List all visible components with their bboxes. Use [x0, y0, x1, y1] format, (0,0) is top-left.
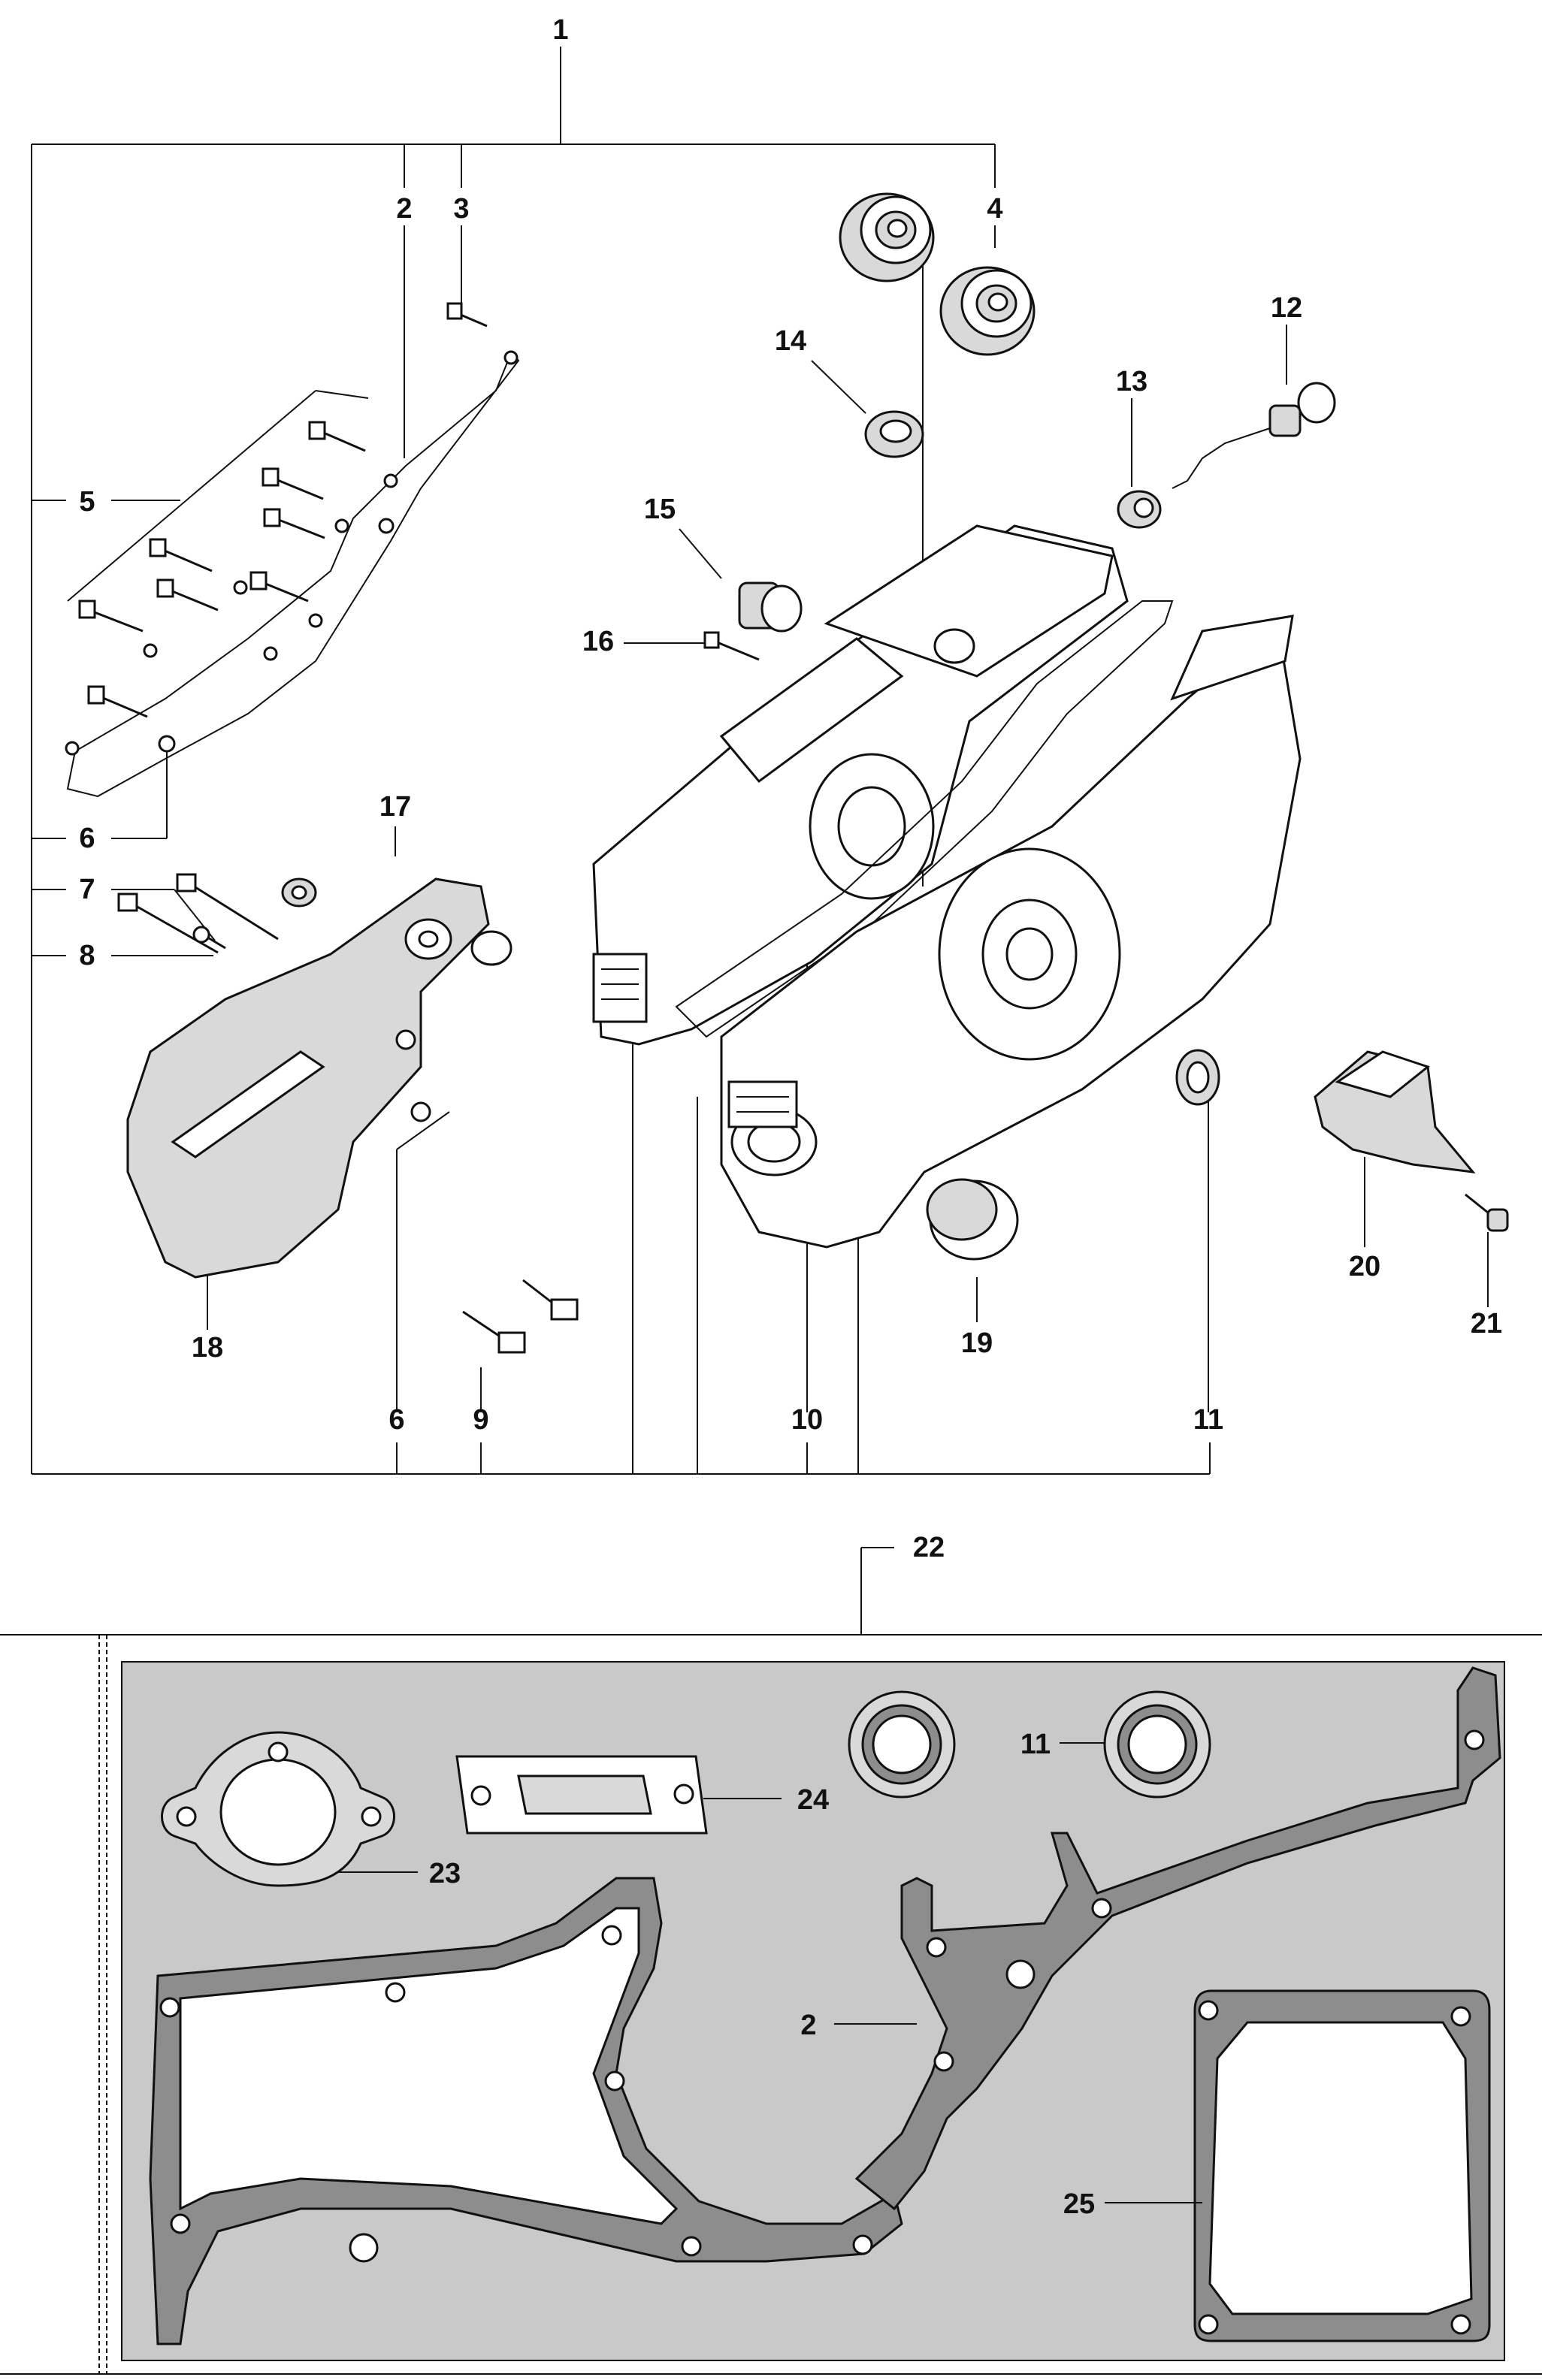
cover-gasket-2	[65, 350, 520, 798]
gasket-23	[161, 1731, 395, 1887]
bolts-9	[462, 1279, 579, 1354]
callout-9: 9	[473, 1404, 488, 1436]
assembly-1-bracket	[31, 47, 1211, 1475]
filter-15	[738, 581, 803, 633]
callout-20: 20	[1349, 1251, 1380, 1282]
callout-16: 16	[582, 626, 614, 657]
kit-gasket-2-left	[149, 1877, 903, 2345]
cover-20	[1314, 1050, 1476, 1173]
callout-22: 22	[913, 1532, 945, 1563]
screws-5	[78, 302, 488, 753]
crankcase-left-half	[592, 524, 1129, 1046]
kit-22-bracket	[0, 1547, 1542, 2375]
bolts-7-8	[117, 873, 279, 954]
callout-18: 18	[192, 1332, 223, 1364]
plug-19-rim	[926, 1178, 998, 1241]
nut-17	[281, 877, 317, 908]
seal-14	[864, 410, 924, 458]
callout-25: 25	[1063, 2188, 1095, 2220]
kit-gasket-2-right	[852, 1666, 1501, 2255]
callout-19: 19	[961, 1327, 993, 1359]
callout-11-kit: 11	[1020, 1729, 1051, 1760]
screw-21	[1465, 1193, 1509, 1232]
callout-21: 21	[1471, 1308, 1502, 1340]
callout-7: 7	[79, 874, 95, 905]
callout-8: 8	[79, 940, 95, 971]
screw-16	[703, 631, 760, 661]
callout-17: 17	[379, 791, 411, 823]
sleeve-13-hole	[1133, 497, 1154, 518]
callout-14: 14	[775, 325, 806, 357]
callout-12: 12	[1271, 292, 1302, 324]
callout-2: 2	[396, 193, 412, 225]
callout-23: 23	[429, 1858, 461, 1889]
callout-6: 6	[79, 823, 95, 854]
gasket-24	[455, 1755, 708, 1835]
callout-15: 15	[644, 494, 676, 525]
kit-seals-11	[848, 1690, 1211, 1799]
callout-24: 24	[797, 1784, 829, 1816]
callout-6b: 6	[389, 1404, 404, 1436]
valve-12	[1172, 382, 1336, 489]
seal-11-hole	[1186, 1061, 1210, 1094]
gasket-25	[1193, 1989, 1491, 2342]
callout-5: 5	[79, 486, 95, 518]
crankcase-right-half	[720, 615, 1302, 1249]
callout-2-kit: 2	[800, 2010, 816, 2041]
cover-18	[126, 877, 512, 1279]
callout-4: 4	[987, 193, 1002, 225]
bearings-4	[839, 192, 1036, 356]
callout-1: 1	[552, 14, 568, 46]
callout-3: 3	[453, 193, 469, 225]
callout-13: 13	[1116, 366, 1147, 397]
